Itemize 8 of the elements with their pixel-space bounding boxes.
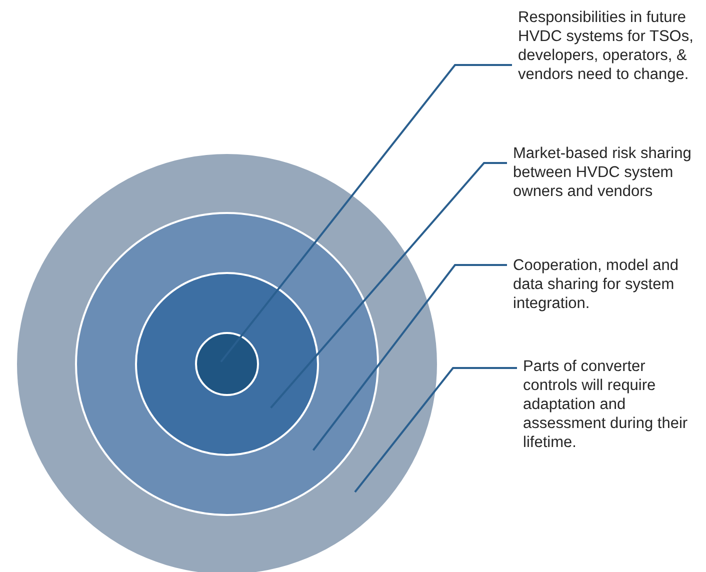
callout-text: Market-based risk sharing between HVDC system owners and vendors — [513, 144, 693, 201]
callout-text: Parts of converter controls will require adaptation and assessment during their lifetime. — [523, 357, 703, 452]
callout-text: Cooperation, model and data sharing for system integration. — [513, 256, 698, 313]
leader-line — [270, 162, 507, 408]
leader-line — [354, 367, 517, 493]
callout-text: Responsibilities in future HVDC systems for TSOs, developers, operators, & vendors need to change. — [518, 8, 706, 84]
leader-line — [312, 264, 507, 451]
leader-line — [220, 64, 512, 362]
